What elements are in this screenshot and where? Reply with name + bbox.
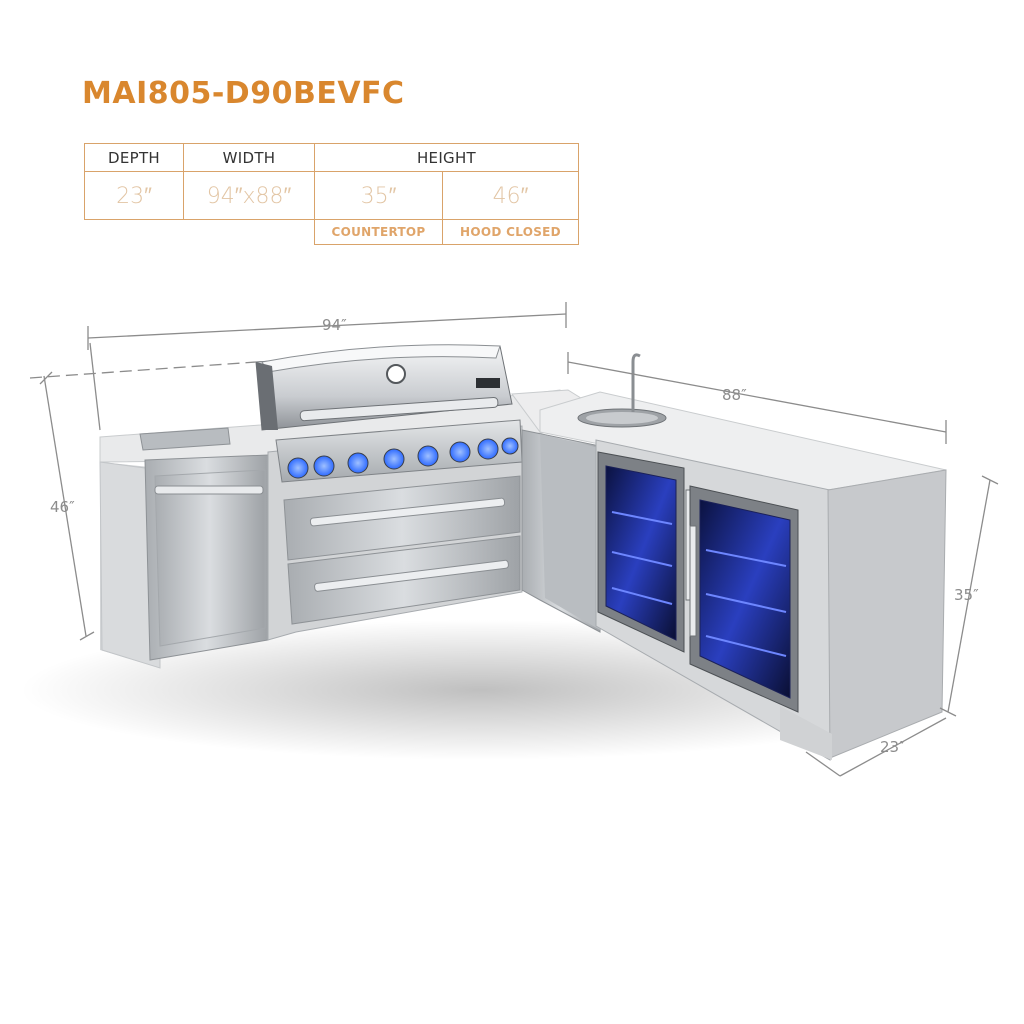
- dim-top-width: 94″: [322, 316, 347, 334]
- dimension-lines: [29, 302, 999, 777]
- dim-left-height: 46″: [50, 498, 75, 516]
- beverage-fridge-right: [689, 485, 799, 713]
- depth-header: DEPTH: [84, 143, 184, 172]
- height-hood-value: 46″: [442, 171, 579, 220]
- right-wing: [511, 353, 947, 761]
- height-header: HEIGHT: [314, 143, 579, 172]
- model-title: MAI805-D90BEVFC: [82, 76, 405, 111]
- countertop-label: COUNTERTOP: [314, 219, 443, 245]
- spec-table: DEPTH WIDTH HEIGHT 23″ 94″x88″ 35″ 46″ C…: [84, 143, 579, 245]
- depth-value: 23″: [84, 171, 184, 220]
- control-knobs: [287, 437, 519, 479]
- left-wing: [99, 344, 571, 669]
- dim-right-height: 35″: [954, 586, 979, 604]
- height-countertop-value: 35″: [314, 171, 443, 220]
- hood-closed-label: HOOD CLOSED: [442, 219, 579, 245]
- width-header: WIDTH: [183, 143, 315, 172]
- dim-depth: 23″: [880, 738, 905, 756]
- grill-hood: [255, 344, 513, 431]
- beverage-fridge-left: [597, 451, 693, 653]
- dim-side-width: 88″: [722, 386, 747, 404]
